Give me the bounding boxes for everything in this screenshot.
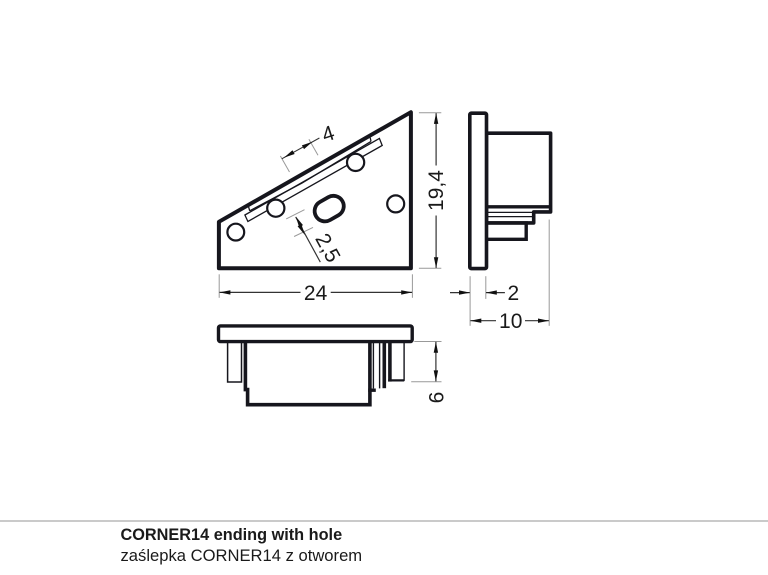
svg-text:24: 24 bbox=[304, 282, 328, 305]
svg-text:CORNER14 ending with hole: CORNER14 ending with hole bbox=[121, 526, 343, 544]
svg-text:6: 6 bbox=[426, 392, 449, 404]
svg-text:10: 10 bbox=[499, 310, 522, 333]
svg-text:zaślepka CORNER14 z otworem: zaślepka CORNER14 z otworem bbox=[121, 546, 363, 565]
svg-text:4: 4 bbox=[319, 121, 338, 147]
svg-text:19,4: 19,4 bbox=[425, 170, 448, 211]
svg-text:2: 2 bbox=[507, 282, 519, 305]
